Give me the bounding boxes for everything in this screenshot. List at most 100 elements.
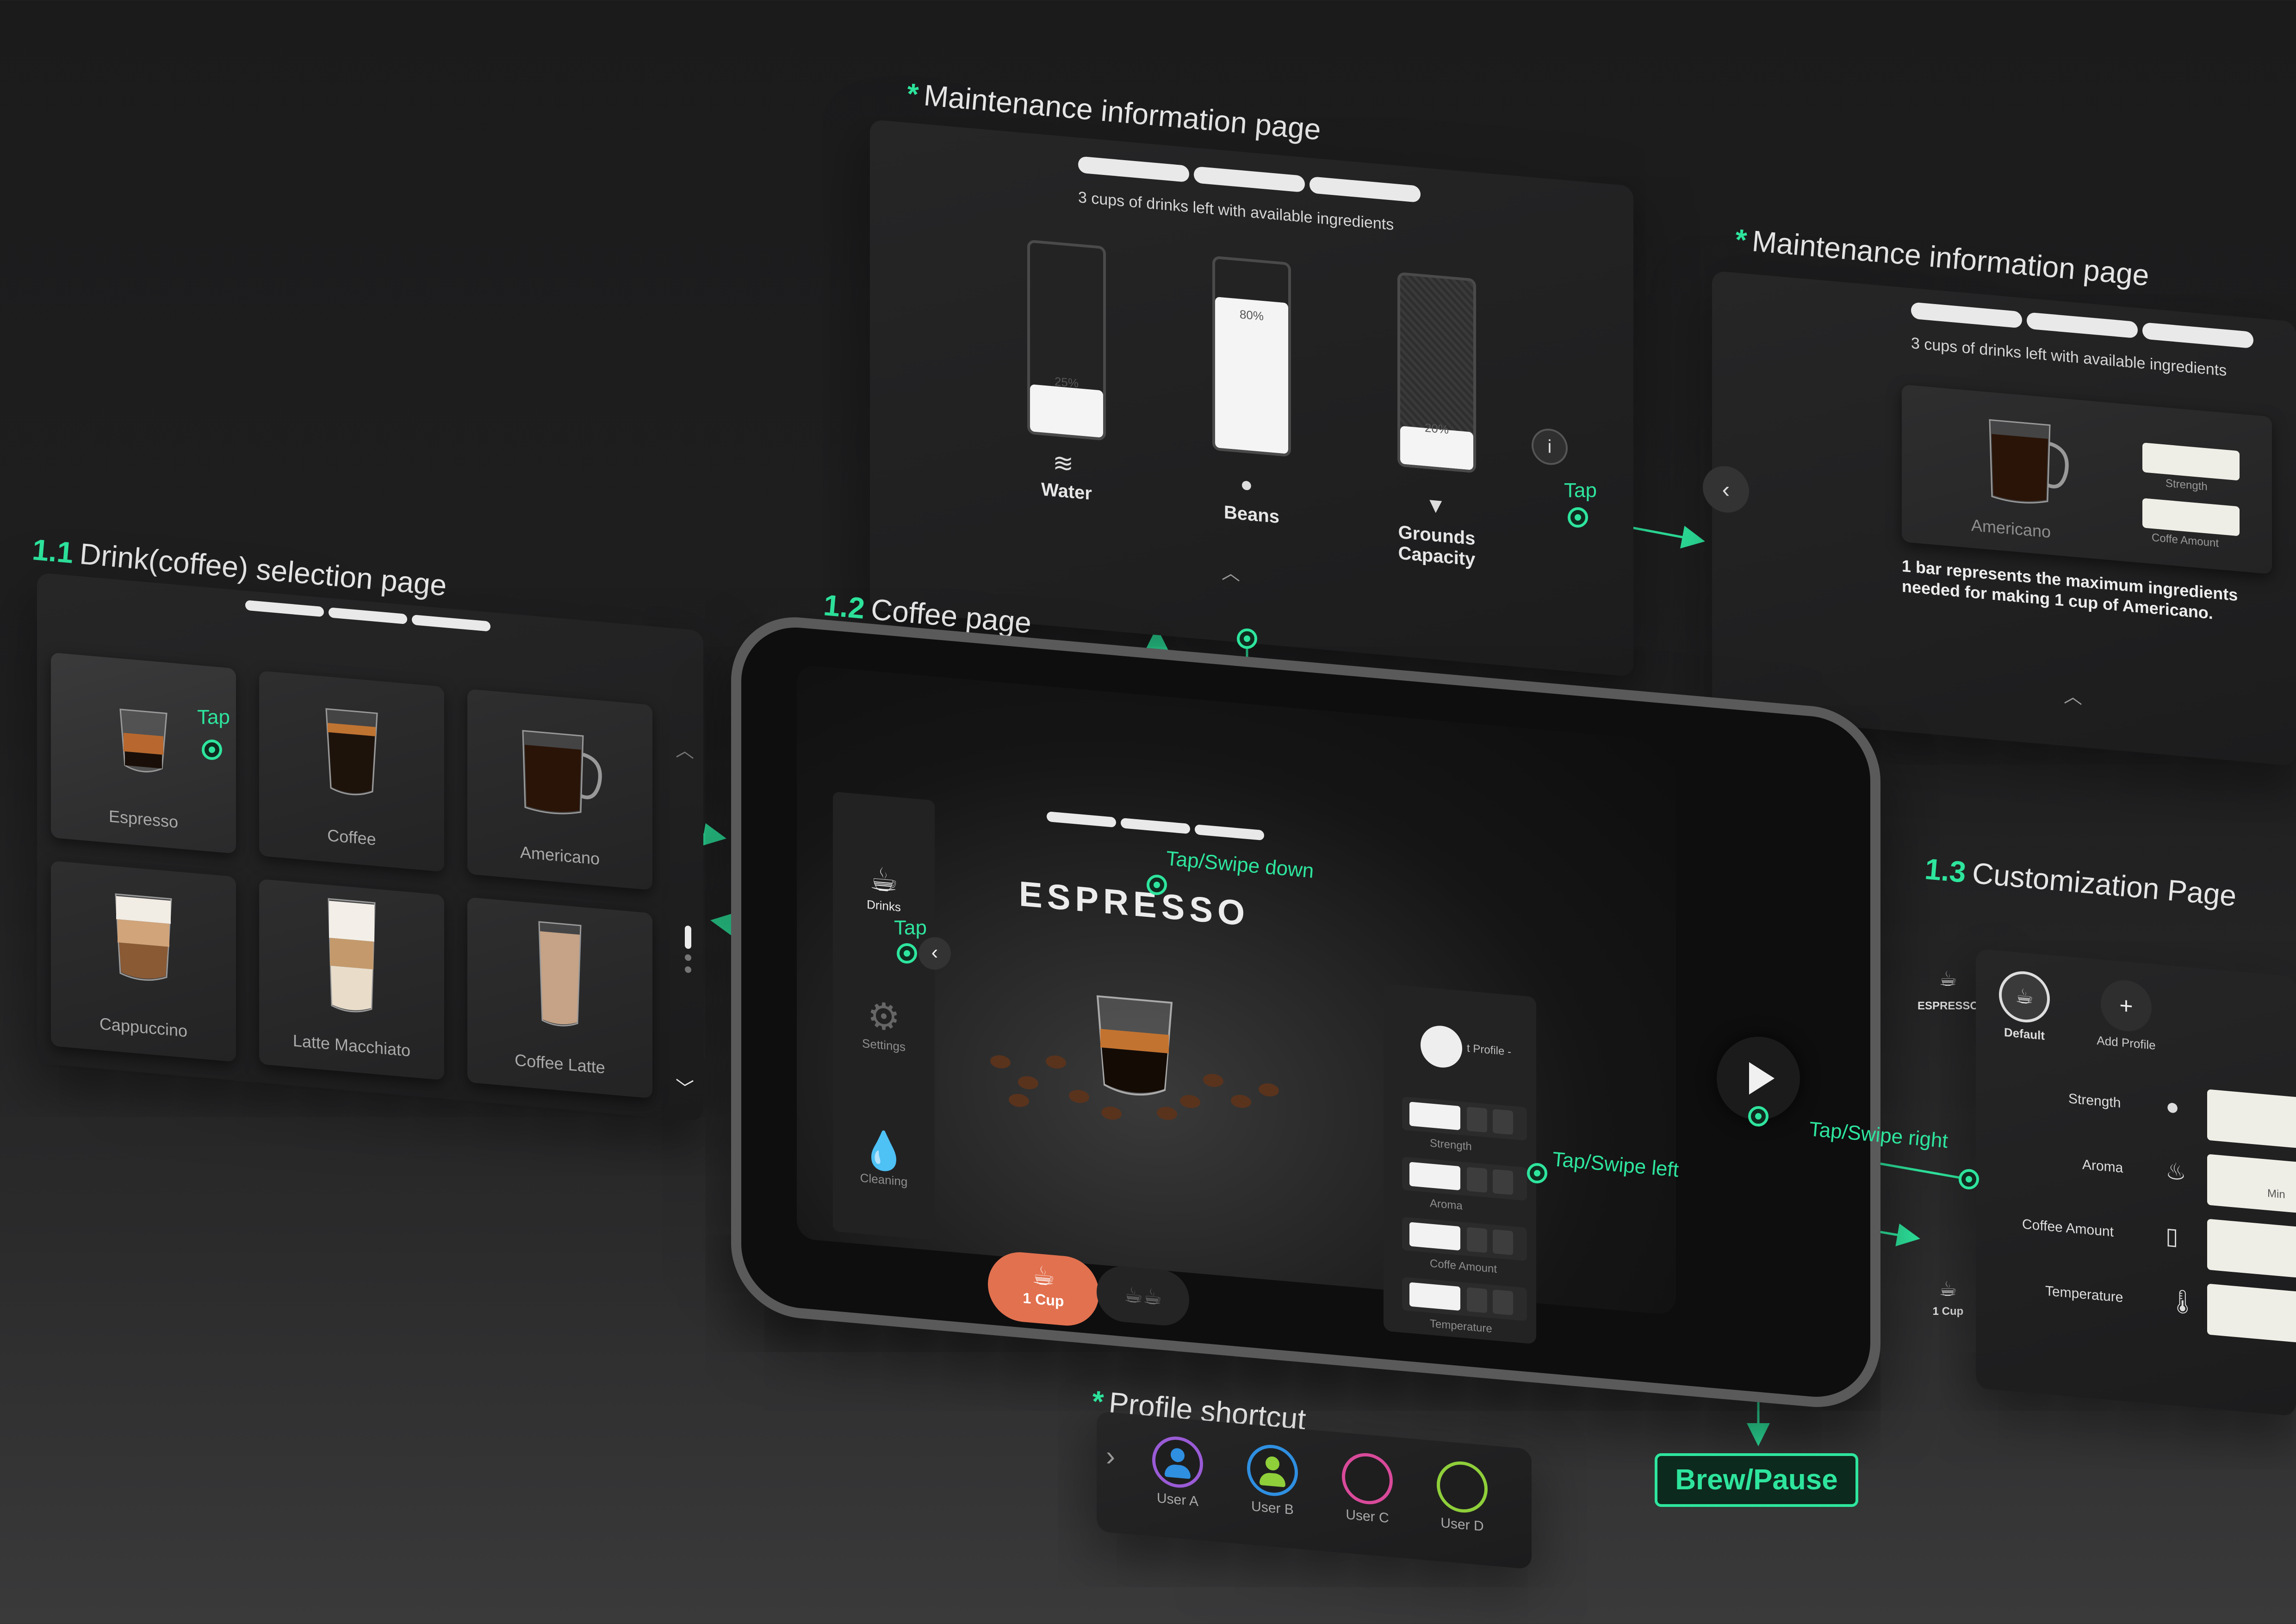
drink-label: Coffee xyxy=(327,825,376,849)
coffee-screen: ESPRESSO xyxy=(797,664,1676,1315)
field-label: Strength xyxy=(2166,477,2208,493)
coffee-amount-field xyxy=(2142,498,2240,536)
page-indicator xyxy=(1047,811,1264,841)
scroll-down-chevron-icon[interactable]: ﹀ xyxy=(676,1077,694,1100)
swipe-left-point xyxy=(1527,1163,1547,1183)
add-profile-button[interactable]: + xyxy=(2101,978,2152,1033)
grounds-icon: ▼ xyxy=(1425,492,1446,518)
coffee-amount-slider[interactable]: Coffe Amount xyxy=(1402,1217,1527,1276)
device-frame: ESPRESSO xyxy=(731,611,1880,1413)
heading-number: 1.2 xyxy=(822,588,866,625)
brew-pause-label: Brew/Pause xyxy=(1675,1464,1838,1496)
user-label: User B xyxy=(1251,1499,1294,1518)
cappuccino-cup-icon xyxy=(115,893,172,981)
aroma-slider[interactable]: Aroma xyxy=(1402,1157,1527,1212)
drink-label: Latte Macchiato xyxy=(292,1031,411,1060)
temperature-slider[interactable]: Temperature xyxy=(1402,1277,1527,1335)
drink-card-cappuccino[interactable]: Cappuccino xyxy=(51,860,236,1062)
tank-label: Beans xyxy=(1223,502,1280,528)
default-profile-button[interactable]: ☕ xyxy=(1999,969,2050,1025)
drink-label: Americano xyxy=(520,842,600,869)
chevron-right-icon[interactable]: › xyxy=(1106,1440,1115,1472)
heading-star: * xyxy=(1733,223,1748,257)
swipe-up-chevron-icon[interactable]: ︿ xyxy=(2064,686,2082,708)
espresso-cup-icon xyxy=(119,709,168,772)
back-chevron-icon[interactable]: ‹ xyxy=(918,937,951,970)
coffee-sidebar: ☕Drinks ⚙Settings 💧Cleaning xyxy=(833,791,935,1240)
play-icon xyxy=(1749,1062,1775,1095)
drink-label: Coffee Latte xyxy=(515,1050,605,1077)
drink-card-coffee[interactable]: Coffee xyxy=(259,671,444,872)
aroma-field[interactable]: Min xyxy=(2207,1154,2296,1213)
user-c-avatar[interactable] xyxy=(1342,1451,1393,1506)
brew-pause-label-box: Brew/Pause xyxy=(1655,1453,1858,1507)
slider-label: Coffe Amount xyxy=(1430,1257,1497,1276)
grounds-tank-gauge: 20% xyxy=(1397,272,1476,473)
tap-label: Tap xyxy=(197,706,230,728)
coffee-amount-field[interactable] xyxy=(2207,1219,2296,1278)
heading-star: * xyxy=(905,77,920,112)
swipe-up-chevron-icon[interactable]: ︿ xyxy=(1222,562,1240,585)
maintenance-panel-1: 3 cups of drinks left with available ing… xyxy=(870,119,1633,677)
tap-point xyxy=(1568,507,1588,528)
swipe-right-point xyxy=(1959,1169,1979,1189)
drink-card-latte-macchiato[interactable]: Latte Macchiato xyxy=(259,879,444,1080)
tank-label: Water xyxy=(1041,479,1092,504)
beans-tank-gauge: 80% xyxy=(1212,255,1291,457)
user-label: User A xyxy=(1156,1490,1199,1510)
scroll-up-chevron-icon[interactable]: ︿ xyxy=(676,740,694,762)
latte-macchiato-glass-icon xyxy=(328,898,376,1013)
tap-label: Tap xyxy=(894,916,927,939)
espresso-hero-image xyxy=(990,995,1279,1120)
aroma-icon: ♨ xyxy=(2166,1157,2186,1186)
bean-icon: ● xyxy=(2166,1093,2180,1120)
tank-label: Grounds Capacity xyxy=(1398,522,1476,570)
drink-card-espresso[interactable]: Espresso xyxy=(51,652,236,854)
drink-label: ESPRESSO xyxy=(1917,1000,1979,1012)
drink-title: ESPRESSO xyxy=(1019,874,1250,934)
drink-label: Espresso xyxy=(108,806,179,832)
temperature-field[interactable] xyxy=(2207,1283,2296,1343)
field-label: Coffe Amount xyxy=(2152,531,2219,550)
slider-label: Aroma xyxy=(1430,1197,1463,1213)
setting-label: Aroma xyxy=(2082,1157,2123,1176)
coffee-latte-glass-icon xyxy=(538,921,582,1027)
profile-label: Default xyxy=(2004,1025,2045,1043)
setting-label: Coffee Amount xyxy=(2022,1216,2114,1240)
gear-icon: ⚙ xyxy=(867,994,900,1039)
water-icon: ≋ xyxy=(1053,448,1074,479)
setting-label: Strength xyxy=(2068,1091,2121,1111)
brew-point xyxy=(1748,1106,1769,1126)
cup-label: 1 Cup xyxy=(1932,1305,1964,1318)
profile-label: t Profile - xyxy=(1467,1042,1512,1058)
strength-field xyxy=(2142,442,2240,481)
user-a-avatar[interactable] xyxy=(1152,1434,1203,1490)
drink-selection-panel: Espresso Coffee Americano Cappuccino Lat… xyxy=(37,572,703,1121)
drink-label: Cappuccino xyxy=(99,1014,188,1041)
drink-card-americano[interactable]: Americano xyxy=(467,689,652,890)
setting-label: Temperature xyxy=(2045,1283,2123,1306)
cleaning-icon: 💧 xyxy=(861,1128,907,1174)
customization-strip: t Profile - Strength Aroma Coffe Amount … xyxy=(1384,983,1536,1344)
sidebar-item-drinks[interactable]: ☕Drinks xyxy=(838,857,930,917)
strength-field[interactable] xyxy=(2207,1089,2296,1148)
swipe-down-point xyxy=(1147,875,1167,895)
tap-point xyxy=(202,740,222,760)
customization-panel: ☕ Default + Add Profile Strength ● Aroma… xyxy=(1976,948,2296,1417)
scroll-indicator[interactable] xyxy=(685,925,691,977)
thermometer-icon: 🌡 xyxy=(2168,1288,2197,1316)
avatar[interactable] xyxy=(1421,1024,1462,1070)
strength-slider[interactable]: Strength xyxy=(1402,1096,1527,1153)
user-b-avatar[interactable] xyxy=(1247,1443,1298,1498)
info-icon[interactable]: i xyxy=(1532,427,1568,467)
sidebar-item-settings[interactable]: ⚙Settings xyxy=(838,991,930,1056)
coffee-cup-icon xyxy=(325,708,378,796)
swipe-up-point xyxy=(1237,628,1257,649)
user-d-avatar[interactable] xyxy=(1437,1459,1488,1515)
cup-icon: ☕ xyxy=(1939,1278,1957,1300)
americano-mug-icon xyxy=(1989,419,2069,504)
customization-side: ☕ ESPRESSO ☕ 1 Cup xyxy=(1917,907,1979,1318)
drink-card-coffee-latte[interactable]: Coffee Latte xyxy=(467,897,652,1099)
sidebar-item-cleaning[interactable]: 💧Cleaning xyxy=(838,1125,930,1191)
profile-label: Add Profile xyxy=(2097,1033,2156,1052)
